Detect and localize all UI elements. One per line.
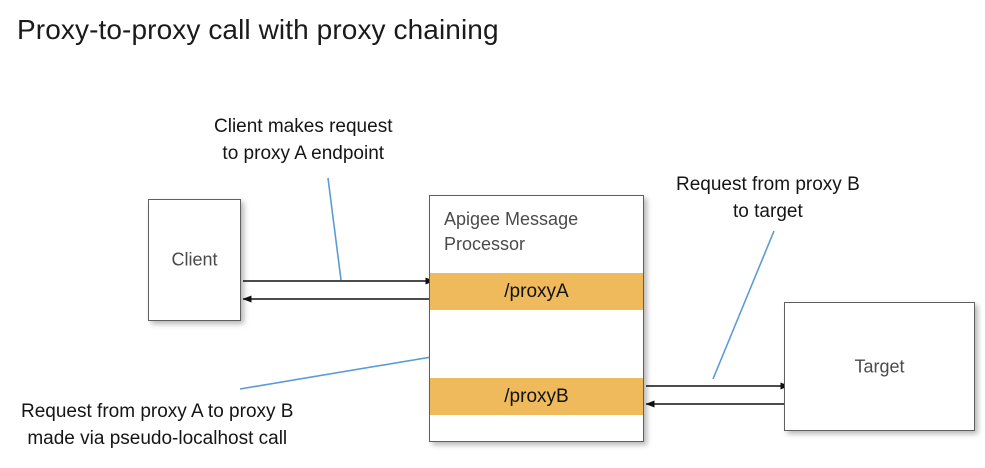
node-client-label: Client	[171, 249, 218, 270]
leader-line-proxyb-target	[712, 230, 775, 380]
band-proxya[interactable]: /proxyA	[430, 273, 643, 310]
node-target-label: Target	[854, 356, 905, 376]
mp-title-line-2: Processor	[444, 234, 526, 254]
annotation-proxy-chaining: Request from proxy A to proxy B made via…	[21, 398, 293, 452]
node-message-processor-title: Apigee Message Processor	[444, 207, 624, 257]
annotation-proxyb-to-target: Request from proxy B to target	[676, 171, 860, 225]
annotation-proxyb-to-target-line-2: to target	[733, 201, 803, 222]
annotation-client-request: Client makes request to proxy A endpoint	[214, 113, 392, 167]
band-proxyb[interactable]: /proxyB	[430, 378, 643, 415]
annotation-client-request-line-1: Client makes request	[214, 116, 393, 137]
node-message-processor[interactable]: Apigee Message Processor /proxyA /proxyB	[429, 195, 644, 442]
node-client[interactable]: Client	[148, 199, 241, 321]
node-target[interactable]: Target	[784, 302, 975, 431]
leader-line-client-request	[327, 177, 342, 281]
annotation-client-request-line-2: to proxy A endpoint	[222, 143, 385, 164]
annotation-proxy-chaining-line-2: made via pseudo-localhost call	[27, 428, 288, 449]
page-title: Proxy-to-proxy call with proxy chaining	[17, 14, 499, 45]
annotation-proxy-chaining-line-1: Request from proxy A to proxy B	[21, 401, 294, 422]
mp-title-line-1: Apigee Message	[444, 209, 579, 229]
annotation-proxyb-to-target-line-1: Request from proxy B	[676, 174, 860, 195]
